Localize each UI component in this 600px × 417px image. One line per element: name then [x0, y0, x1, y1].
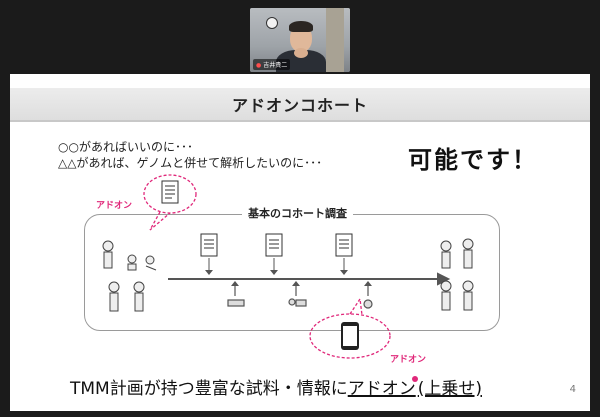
slide-title-bar: アドオンコホート: [10, 88, 590, 122]
survey-documents: [200, 233, 353, 275]
cohort-timeline-arrow: [168, 272, 451, 286]
bottom-suffix: (上乗せ): [417, 379, 482, 399]
people-left: [102, 240, 157, 312]
participant-hair: [289, 21, 313, 32]
shared-slide: アドオンコホート ○○があればいいのに･･･ △△があれば、ゲノムと併せて解析し…: [10, 74, 590, 411]
bottom-prefix: TMM計画が持つ豊富な試料・情報に: [70, 379, 348, 399]
participant-name-tag: ●吉井貴二: [253, 59, 291, 70]
cohort-label: 基本のコホート調査: [242, 205, 353, 221]
pointer-dot: [411, 376, 418, 382]
document-icon-top: [161, 180, 179, 204]
addon-bubble-top: [143, 174, 197, 231]
wish-line-1: ○○があればいいのに･･･: [58, 140, 193, 154]
participant-video-tile[interactable]: ●吉井貴二: [250, 8, 350, 72]
exam-icons: [227, 281, 373, 309]
addon-label-bottom: アドオン: [390, 355, 427, 365]
wish-line-2: △△があれば、ゲノムと併せて解析したいのに･･･: [58, 156, 323, 170]
addon-label-top: アドオン: [96, 201, 133, 211]
cohort-diagram: [102, 174, 474, 359]
slide-title: アドオンコホート: [231, 96, 368, 115]
participant-name: 吉井貴二: [263, 62, 288, 69]
participant-hand: [294, 48, 308, 58]
mic-muted-icon: ●: [256, 62, 262, 69]
people-right: [440, 238, 474, 311]
bottom-statement: TMM計画が持つ豊富な試料・情報にアドオン(上乗せ): [70, 374, 482, 399]
video-door: [326, 8, 344, 72]
page-number: 4: [569, 384, 576, 395]
smartphone-icon: [341, 322, 359, 350]
addon-bubble-bottom: [309, 297, 391, 359]
clock-icon: [266, 17, 278, 29]
bottom-addon: アドオン: [347, 379, 416, 399]
possible-text: 可能です！: [408, 146, 538, 174]
